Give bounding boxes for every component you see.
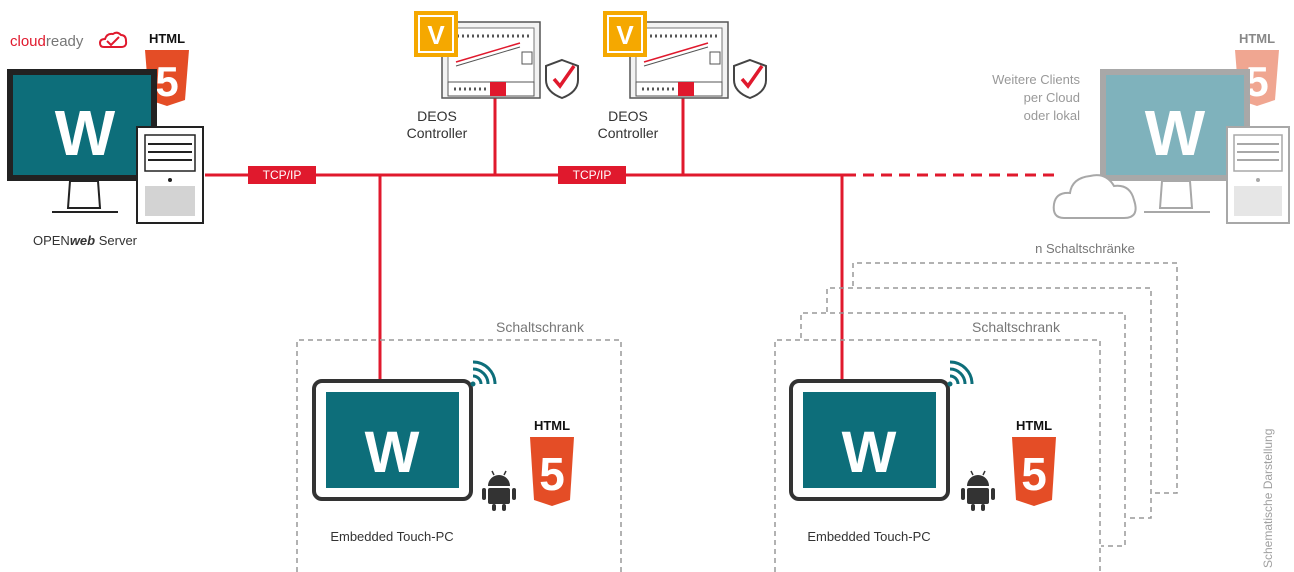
svg-text:Embedded Touch-PC: Embedded Touch-PC xyxy=(330,529,453,544)
svg-text:W: W xyxy=(365,420,420,485)
svg-text:W: W xyxy=(55,97,116,169)
svg-text:oder lokal: oder lokal xyxy=(1024,108,1080,123)
svg-text:V: V xyxy=(427,20,445,50)
client-tower xyxy=(1226,126,1290,224)
v-badge: V xyxy=(603,11,647,57)
svg-text:Controller: Controller xyxy=(407,125,468,141)
svg-text:HTML: HTML xyxy=(1016,418,1052,433)
svg-text:W: W xyxy=(1145,97,1206,169)
html5-badge-touch-left: HTML 5 xyxy=(530,418,574,506)
cabinet-left: Schaltschrank xyxy=(296,319,622,572)
deos-controller-1: V DEOS Controller xyxy=(407,11,579,141)
svg-text:Controller: Controller xyxy=(598,125,659,141)
schematic-note: Schematische Darstellung xyxy=(1261,429,1275,568)
tcp-ip-label-2: TCP/IP xyxy=(558,166,626,184)
svg-text:OPENweb Server: OPENweb Server xyxy=(33,233,138,248)
android-icon xyxy=(482,470,516,511)
svg-text:cloudready: cloudready xyxy=(10,33,84,50)
wifi-icon xyxy=(470,360,497,387)
touch-pc-left: W HTML 5 Embedded Touch-PC xyxy=(312,360,574,544)
svg-text:Schaltschrank: Schaltschrank xyxy=(972,319,1061,335)
svg-text:DEOS: DEOS xyxy=(608,108,648,124)
svg-text:HTML: HTML xyxy=(1239,31,1275,46)
deos-controller-2: V DEOS Controller xyxy=(598,11,767,141)
svg-text:Weitere Clients: Weitere Clients xyxy=(992,72,1080,87)
svg-text:Schaltschrank: Schaltschrank xyxy=(496,319,585,335)
svg-text:5: 5 xyxy=(539,448,565,500)
android-icon xyxy=(961,470,995,511)
svg-text:DEOS: DEOS xyxy=(417,108,457,124)
further-clients: Weitere Clients per Cloud oder lokal HTM… xyxy=(992,31,1290,224)
openweb-server: W OPENweb Server xyxy=(7,69,204,248)
svg-text:per Cloud: per Cloud xyxy=(1024,90,1080,105)
cloudready-logo: cloudready xyxy=(10,31,128,50)
wifi-icon xyxy=(947,360,974,387)
cloud-check-icon xyxy=(98,31,128,48)
v-badge: V xyxy=(414,11,458,57)
svg-text:V: V xyxy=(616,20,634,50)
svg-text:5: 5 xyxy=(1021,448,1047,500)
tcp-ip-label-1: TCP/IP xyxy=(248,166,316,184)
svg-text:5: 5 xyxy=(1245,58,1268,105)
svg-text:TCP/IP: TCP/IP xyxy=(573,168,612,182)
security-shield-icon xyxy=(733,58,767,100)
svg-text:Embedded Touch-PC: Embedded Touch-PC xyxy=(807,529,930,544)
html5-badge-touch-right: HTML 5 xyxy=(1012,418,1056,506)
server-tower xyxy=(136,126,204,224)
svg-text:TCP/IP: TCP/IP xyxy=(263,168,302,182)
touch-pc-right: W HTML 5 Embedded Touch-PC xyxy=(789,360,1056,544)
svg-text:5: 5 xyxy=(155,58,178,105)
cloud-icon xyxy=(1052,174,1137,219)
cabinet-stack-right: n Schaltschränke Schaltschrank xyxy=(774,241,1178,572)
svg-text:n Schaltschränke: n Schaltschränke xyxy=(1035,241,1135,256)
svg-text:HTML: HTML xyxy=(149,31,185,46)
svg-text:W: W xyxy=(842,420,897,485)
security-shield-icon xyxy=(545,58,579,100)
svg-text:HTML: HTML xyxy=(534,418,570,433)
